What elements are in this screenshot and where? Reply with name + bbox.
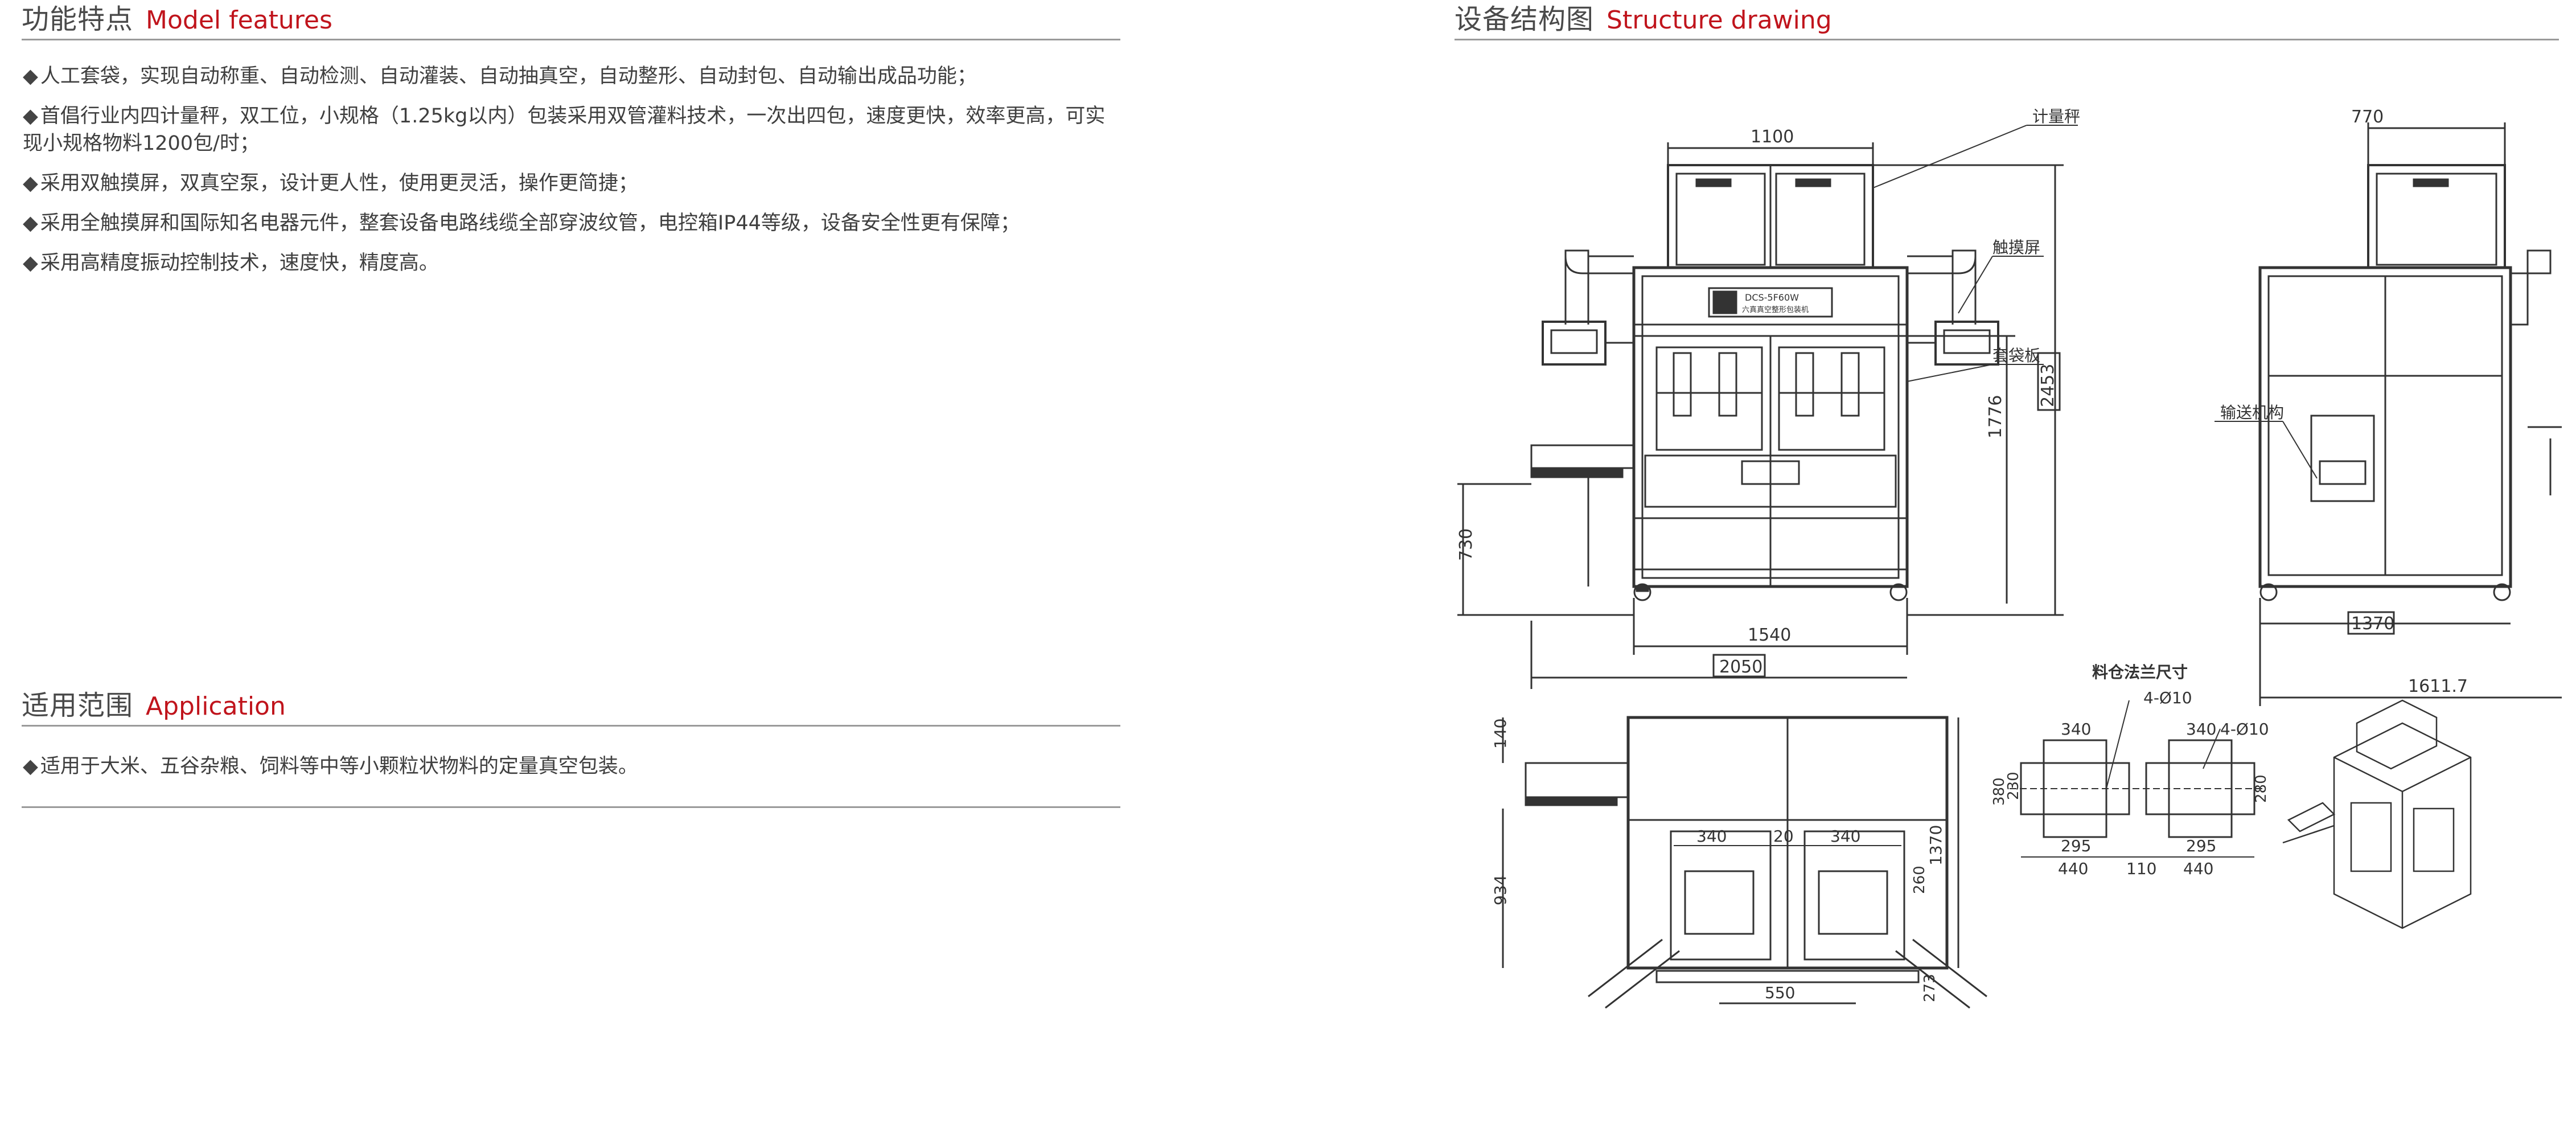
front-dim-total-height: 2453 bbox=[2038, 364, 2058, 407]
flange-view: 料仓法兰尺寸 4-Ø10 4-Ø10 340 340 380 230 280 2… bbox=[1991, 663, 2270, 878]
application-list: ◆适用于大米、五谷杂粮、饲料等中等小颗粒状物料的定量真空包装。 bbox=[23, 753, 1121, 793]
application-title-cn: 适用范围 bbox=[22, 690, 134, 721]
top-view: 140 934 340 20 340 260 1370 273 550 bbox=[1491, 716, 1987, 1009]
flange-width-right: 340 bbox=[2186, 720, 2216, 739]
flange-outer-w-right: 440 bbox=[2183, 859, 2213, 878]
application-item: ◆适用于大米、五谷杂粮、饲料等中等小颗粒状物料的定量真空包装。 bbox=[23, 753, 1121, 780]
flange-inner-w-right: 295 bbox=[2186, 836, 2216, 855]
side-label-conveyor: 输送机构 bbox=[2220, 403, 2284, 422]
front-dim-total-width: 2050 bbox=[1719, 657, 1762, 677]
flange-gap: 110 bbox=[2126, 859, 2156, 878]
application-header: 适用范围 Application bbox=[22, 692, 1120, 727]
top-dim-gap: 20 bbox=[1773, 827, 1794, 846]
bullet-diamond-icon: ◆ bbox=[23, 755, 38, 778]
feature-item-text: 采用双触摸屏，双真空泵，设计更人性，使用更灵活，操作更简捷； bbox=[40, 172, 638, 195]
top-dim-hopper1: 340 bbox=[1696, 827, 1727, 846]
feature-item-text: 首倡行业内四计量秤，双工位，小规格（1.25kg以内）包装采用双管灌料技术，一次… bbox=[23, 105, 1106, 155]
panel-model-text: DCS-5F60W bbox=[1745, 292, 1799, 303]
front-dim-inner-height: 1776 bbox=[1986, 395, 2006, 438]
isometric-view bbox=[2282, 699, 2472, 929]
top-dim-depth: 1370 bbox=[1926, 825, 1945, 866]
feature-item: ◆首倡行业内四计量秤，双工位，小规格（1.25kg以内）包装采用双管灌料技术，一… bbox=[23, 102, 1121, 157]
flange-outer-w-left: 440 bbox=[2058, 859, 2088, 878]
feature-item-text: 人工套袋，实现自动称重、自动检测、自动灌装、自动抽真空，自动整形、自动封包、自动… bbox=[40, 65, 977, 88]
application-bottom-rule bbox=[22, 806, 1120, 808]
bullet-diamond-icon: ◆ bbox=[23, 65, 38, 88]
side-dim-top-width: 770 bbox=[2351, 107, 2384, 127]
front-label-touch: 触摸屏 bbox=[1992, 238, 2040, 257]
flange-hole-left: 4-Ø10 bbox=[2143, 688, 2192, 707]
side-dim-total-width: 1611.7 bbox=[2408, 676, 2468, 696]
application-item-text: 适用于大米、五谷杂粮、饲料等中等小颗粒状物料的定量真空包装。 bbox=[40, 755, 638, 778]
structure-title-cn: 设备结构图 bbox=[1455, 3, 1595, 35]
feature-item-text: 采用高精度振动控制技术，速度快，精度高。 bbox=[40, 252, 439, 274]
flange-h-right: 280 bbox=[2253, 774, 2270, 803]
top-dim-hopper2: 340 bbox=[1830, 827, 1860, 846]
features-title-en: Model features bbox=[146, 6, 332, 35]
features-title-cn: 功能特点 bbox=[22, 3, 134, 35]
bullet-diamond-icon: ◆ bbox=[23, 212, 38, 235]
bullet-diamond-icon: ◆ bbox=[23, 105, 38, 128]
structure-drawing: DCS-5F60W 六真真空整形包装机 bbox=[1456, 107, 2562, 1009]
front-dim-mid-width: 1540 bbox=[1748, 625, 1791, 645]
front-label-bag: 套袋板 bbox=[1992, 346, 2040, 365]
feature-item: ◆采用全触摸屏和国际知名电器元件，整套设备电路线缆全部穿波纹管，电控箱IP44等… bbox=[23, 210, 1121, 237]
flange-hole-right: 4-Ø10 bbox=[2220, 720, 2269, 739]
feature-item: ◆采用高精度振动控制技术，速度快，精度高。 bbox=[23, 249, 1121, 277]
application-title-en: Application bbox=[146, 692, 286, 721]
structure-title-en: Structure drawing bbox=[1607, 6, 1832, 35]
feature-item: ◆采用双触摸屏，双真空泵，设计更人性，使用更灵活，操作更简捷； bbox=[23, 170, 1121, 197]
top-dim-left-depth: 934 bbox=[1491, 875, 1510, 905]
side-view: 770 1370 1611.7 输送机构 bbox=[2215, 107, 2562, 706]
flange-inner-w-left: 295 bbox=[2061, 836, 2091, 855]
flange-title: 料仓法兰尺寸 bbox=[2092, 663, 2188, 682]
bullet-diamond-icon: ◆ bbox=[23, 172, 38, 195]
panel-sub-text: 六真真空整形包装机 bbox=[1742, 306, 1809, 314]
top-dim-bottom-off: 273 bbox=[1921, 974, 1938, 1002]
front-view: DCS-5F60W 六真真空整形包装机 bbox=[1456, 107, 2080, 689]
top-dim-spacing: 550 bbox=[1765, 983, 1795, 1002]
flange-h-inner-left: 230 bbox=[2005, 772, 2022, 800]
features-list: ◆人工套袋，实现自动称重、自动检测、自动灌装、自动抽真空，自动整形、自动封包、自… bbox=[23, 63, 1121, 289]
flange-width-left: 340 bbox=[2061, 720, 2091, 739]
feature-item-text: 采用全触摸屏和国际知名电器元件，整套设备电路线缆全部穿波纹管，电控箱IP44等级… bbox=[40, 212, 1020, 235]
feature-item: ◆人工套袋，实现自动称重、自动检测、自动灌装、自动抽真空，自动整形、自动封包、自… bbox=[23, 63, 1121, 90]
front-dim-top-width: 1100 bbox=[1751, 127, 1794, 147]
features-header: 功能特点 Model features bbox=[22, 6, 1120, 40]
front-dim-side-height: 730 bbox=[1456, 528, 1476, 561]
structure-header: 设备结构图 Structure drawing bbox=[1455, 6, 2559, 40]
side-dim-base-width: 1370 bbox=[2351, 614, 2394, 634]
bullet-diamond-icon: ◆ bbox=[23, 252, 38, 274]
front-label-scale: 计量秤 bbox=[2032, 107, 2080, 126]
top-dim-hopper-h: 260 bbox=[1911, 866, 1928, 894]
top-dim-left-h: 140 bbox=[1491, 719, 1510, 749]
flange-h-outer-left: 380 bbox=[1991, 777, 2008, 806]
